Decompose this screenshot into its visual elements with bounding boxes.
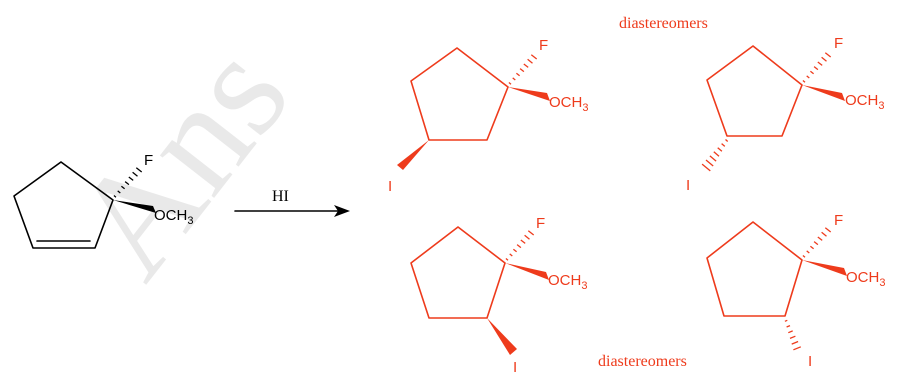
product-2-hash-bond-f bbox=[802, 52, 832, 83]
product-bottom-right: F OCH3 I bbox=[706, 212, 885, 370]
product-2-hash-bond-i bbox=[701, 139, 729, 172]
product-4-methoxy-label: OCH3 bbox=[846, 269, 885, 289]
product-4-hash-bond-i bbox=[784, 319, 802, 351]
product-1-hash-bond-f bbox=[508, 54, 538, 85]
product-3-iodine-label: I bbox=[513, 359, 517, 372]
product-3-wedge-bond-i bbox=[487, 318, 517, 355]
product-4-wedge-bond-o bbox=[802, 260, 847, 276]
product-2-methoxy-label: OCH3 bbox=[845, 92, 884, 112]
product-1-fluorine-label: F bbox=[539, 37, 548, 54]
diastereomers-label-top: diastereomers bbox=[619, 15, 708, 32]
product-2-fluorine-label: F bbox=[834, 35, 843, 52]
product-2-ring bbox=[706, 45, 803, 137]
product-2-iodine-label: I bbox=[686, 177, 690, 194]
product-1-iodine-label: I bbox=[388, 178, 392, 195]
reaction-arrow: HI bbox=[234, 188, 350, 217]
product-3-fluorine-label: F bbox=[536, 215, 545, 232]
product-3-hash-bond-f bbox=[505, 230, 535, 261]
product-3-methoxy-label: OCH3 bbox=[548, 272, 587, 292]
product-3-ring bbox=[410, 226, 506, 319]
product-top-left: F OCH3 I bbox=[388, 37, 588, 195]
reactant-fluorine-label: F bbox=[144, 152, 153, 169]
arrow-head bbox=[334, 205, 350, 217]
reactant-hash-bond-f bbox=[113, 167, 143, 198]
reagent-label: HI bbox=[272, 188, 289, 205]
product-4-iodine-label: I bbox=[808, 353, 812, 370]
product-1-wedge-bond-o bbox=[508, 87, 550, 101]
diastereomers-label-bottom: diastereomers bbox=[598, 353, 687, 370]
reactant-molecule: F OCH3 bbox=[13, 152, 193, 249]
product-2-wedge-bond-o bbox=[802, 85, 845, 101]
product-top-right: F OCH3 I bbox=[686, 35, 884, 194]
reactant-wedge-bond-o bbox=[113, 200, 156, 213]
reactant-ring bbox=[13, 161, 114, 249]
product-4-ring bbox=[706, 221, 803, 317]
product-1-ring bbox=[410, 47, 509, 141]
product-4-hash-bond-f bbox=[802, 227, 832, 258]
product-bottom-left: F OCH3 I bbox=[410, 215, 587, 372]
product-4-fluorine-label: F bbox=[834, 212, 843, 229]
product-1-methoxy-label: OCH3 bbox=[549, 94, 588, 114]
product-3-wedge-bond-o bbox=[505, 263, 549, 280]
watermark: Ans bbox=[41, 14, 321, 307]
reactant-methoxy-label: OCH3 bbox=[154, 207, 193, 227]
product-1-wedge-bond-i bbox=[397, 140, 429, 170]
